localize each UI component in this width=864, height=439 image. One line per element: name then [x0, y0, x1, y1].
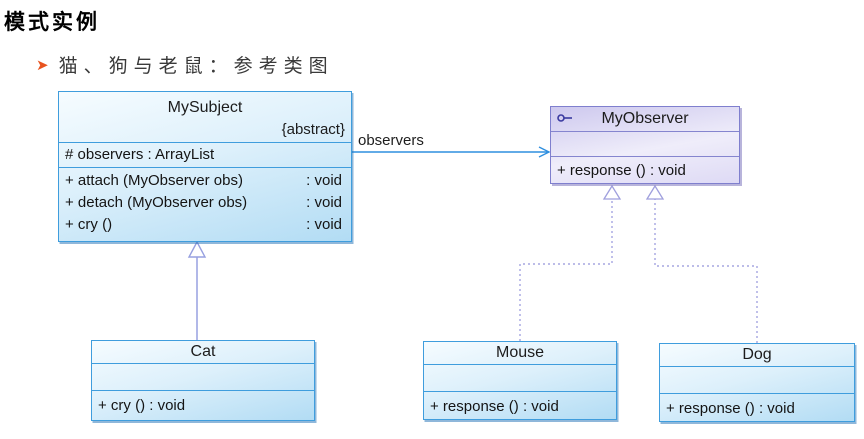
class-name: Mouse	[495, 344, 545, 361]
interface-box-myobserver: MyObserver + response () : void	[550, 106, 740, 184]
methods-section: + attach (MyObserver obs) : void + detac…	[59, 167, 351, 236]
association-label: observers	[358, 132, 424, 149]
method-signature: + attach (MyObserver obs)	[65, 172, 243, 189]
attributes-section-empty	[424, 364, 616, 391]
class-box-mysubject: MySubject {abstract} # observers : Array…	[58, 91, 352, 242]
methods-section: + cry () : void	[92, 390, 314, 420]
method-signature: + detach (MyObserver obs)	[65, 194, 248, 211]
method-row: + detach (MyObserver obs) : void	[59, 192, 351, 214]
method-row: + attach (MyObserver obs) : void	[59, 170, 351, 192]
attributes-section: # observers : ArrayList	[59, 142, 351, 167]
bullet-text: 猫、狗与老鼠：参考类图	[58, 55, 334, 77]
arrow-bullet-icon: ➤	[36, 57, 49, 74]
method-row: + response () : void	[666, 400, 795, 417]
generalization-arrow-cat	[187, 240, 207, 340]
association-arrow	[352, 146, 551, 158]
method-signature: + cry ()	[65, 216, 113, 233]
bullet-line: ➤ 猫、狗与老鼠：参考类图	[36, 53, 334, 79]
class-name: MySubject	[167, 99, 243, 116]
attributes-section-empty	[660, 366, 854, 393]
attributes-section-empty	[92, 363, 314, 390]
attributes-section-empty	[551, 131, 739, 156]
interface-header: MyObserver	[551, 107, 739, 131]
realization-arrow-dog	[645, 184, 758, 343]
class-box-cat: Cat + cry () : void	[91, 340, 315, 421]
class-header: Cat	[92, 341, 314, 363]
class-box-dog: Dog + response () : void	[659, 343, 855, 422]
class-header: Dog	[660, 344, 854, 366]
class-box-mouse: Mouse + response () : void	[423, 341, 617, 420]
class-stereotype: {abstract}	[281, 121, 345, 138]
method-row: + cry () : void	[59, 214, 351, 236]
method-row: + response () : void	[430, 398, 559, 415]
page-title: 模式实例	[4, 10, 100, 34]
class-header: MySubject {abstract}	[59, 92, 351, 142]
attribute-row: # observers : ArrayList	[65, 146, 215, 163]
methods-section: + response () : void	[551, 156, 739, 184]
method-return: : void	[306, 194, 342, 211]
method-return: : void	[306, 216, 342, 233]
interface-icon	[557, 114, 572, 122]
method-return: : void	[306, 172, 342, 189]
class-name: Cat	[190, 343, 216, 360]
methods-section: + response () : void	[424, 391, 616, 421]
class-header: Mouse	[424, 342, 616, 364]
method-row: + response () : void	[557, 162, 686, 179]
interface-name: MyObserver	[601, 110, 689, 127]
methods-section: + response () : void	[660, 393, 854, 423]
realization-arrow-mouse	[519, 184, 622, 341]
method-row: + cry () : void	[98, 397, 186, 414]
class-name: Dog	[742, 346, 772, 363]
